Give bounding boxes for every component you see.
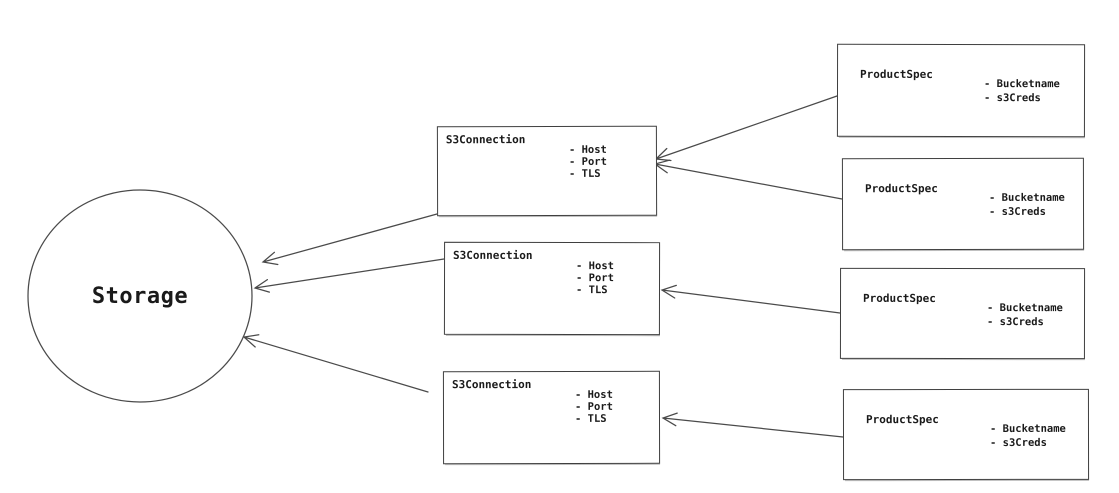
- node-attribute: - Bucketname: [989, 422, 1066, 435]
- node-attribute: - TLS: [574, 412, 607, 425]
- node-attribute: - s3Creds: [990, 436, 1047, 449]
- arrow-s3connection1-to-storage: [261, 213, 438, 266]
- s3connection-node-3: S3Connection - Host - Port - TLS: [442, 370, 661, 465]
- node-title: ProductSpec: [863, 291, 936, 305]
- node-attribute: - Port: [574, 400, 613, 413]
- arrow-s3connection3-to-storage: [242, 334, 429, 393]
- node-attribute: - s3Creds: [989, 205, 1046, 218]
- node-attribute: - TLS: [575, 284, 608, 297]
- storage-node-circle: [27, 189, 253, 403]
- node-attribute: - s3Creds: [983, 91, 1041, 104]
- node-title: S3Connection: [445, 133, 526, 147]
- storage-node-label: Storage: [91, 283, 189, 309]
- arrow-productspec3-to-s3connection2: [660, 284, 841, 314]
- node-attribute: - Host: [576, 260, 614, 273]
- arrow-productspec2-to-s3connection1: [653, 159, 843, 200]
- arrow-productspec4-to-s3connection3: [661, 412, 844, 438]
- node-attribute: - Host: [568, 143, 607, 156]
- node-title: S3Connection: [453, 248, 533, 262]
- node-attribute: - Port: [576, 272, 614, 285]
- node-title: ProductSpec: [860, 67, 933, 81]
- productspec-node-4: ProductSpec - Bucketname - s3Creds: [842, 388, 1090, 481]
- node-title: ProductSpec: [865, 413, 939, 427]
- node-attribute: - Port: [568, 155, 607, 168]
- productspec-node-3: ProductSpec - Bucketname - s3Creds: [839, 267, 1086, 360]
- node-attribute: - Host: [574, 388, 613, 401]
- arrow-s3connection2-to-storage: [253, 258, 445, 293]
- node-attribute: - Bucketname: [988, 191, 1065, 204]
- productspec-node-1: ProductSpec - Bucketname - s3Creds: [836, 43, 1086, 138]
- productspec-node-2: ProductSpec - Bucketname - s3Creds: [841, 157, 1085, 251]
- node-attribute: - TLS: [568, 167, 601, 180]
- s3connection-node-1: S3Connection - Host - Port - TLS: [436, 125, 658, 217]
- node-title: S3Connection: [451, 378, 532, 392]
- node-attribute: - Bucketname: [984, 78, 1060, 91]
- arrow-productspec1-to-s3connection1: [654, 95, 838, 162]
- s3connection-node-2: S3Connection - Host - Port - TLS: [443, 241, 661, 336]
- node-attribute: - Bucketname: [986, 302, 1063, 315]
- node-title: ProductSpec: [864, 182, 938, 196]
- node-attribute: - s3Creds: [986, 315, 1044, 328]
